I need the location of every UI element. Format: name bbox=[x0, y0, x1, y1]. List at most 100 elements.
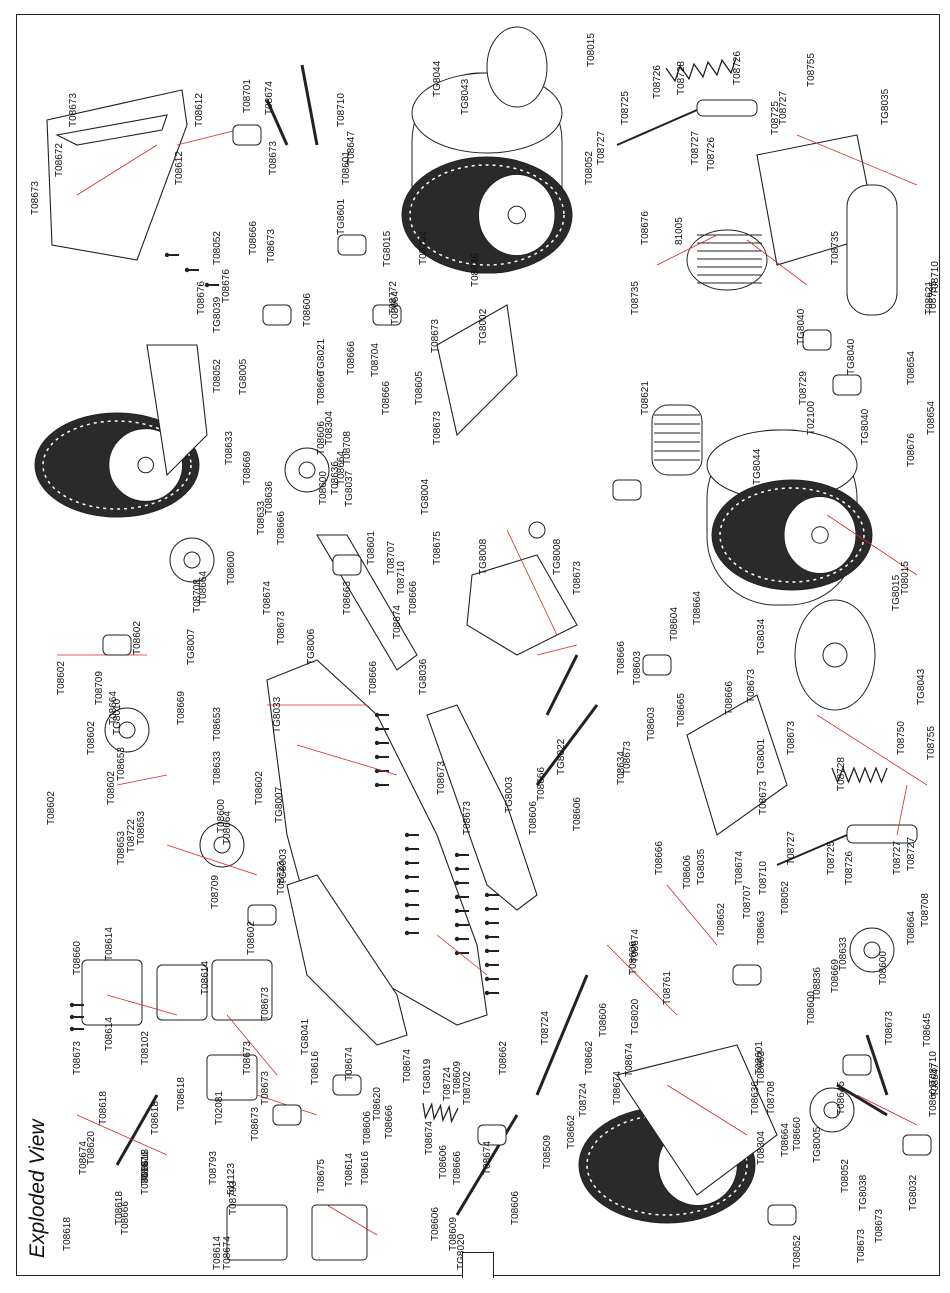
part-number-label: TG8036 bbox=[418, 658, 429, 695]
throttle-servo bbox=[311, 1204, 368, 1261]
part-number-label: T08645 bbox=[836, 1081, 847, 1115]
part-number-label: T08102 bbox=[140, 1031, 151, 1065]
part-number-label: T08707 bbox=[742, 885, 753, 919]
chassis-screw-head bbox=[374, 782, 380, 788]
part-number-label: T08708 bbox=[766, 1081, 777, 1115]
part-number-label: T08674 bbox=[482, 1141, 493, 1175]
front-link bbox=[545, 654, 579, 716]
rear-shock-shaft bbox=[616, 109, 698, 146]
part-number-label: TG8041 bbox=[300, 1018, 311, 1055]
leader-line bbox=[166, 844, 258, 876]
front-right-tire-tread bbox=[719, 487, 865, 583]
part-number-label: T08601 bbox=[366, 531, 377, 565]
part-number-label: T08701 bbox=[242, 79, 253, 113]
part-number-label: T08600 bbox=[226, 551, 237, 585]
part-number-label: T08676 bbox=[640, 211, 651, 245]
receiver-box bbox=[81, 959, 143, 1026]
part-number-label: T08600 bbox=[878, 951, 889, 985]
chassis-screw-head bbox=[454, 866, 460, 872]
part-number-label: T08710 bbox=[336, 93, 347, 127]
leader-line bbox=[436, 934, 488, 976]
chassis-screw-head bbox=[404, 902, 410, 908]
part-number-label: T08666 bbox=[368, 661, 379, 695]
part-number-label: T08633 bbox=[224, 431, 235, 465]
chassis-screw-head bbox=[454, 880, 460, 886]
servo-mount-box bbox=[226, 1204, 288, 1261]
part-number-label: T08653 bbox=[116, 747, 127, 781]
part-number-label: T08676 bbox=[906, 433, 917, 467]
part-number-label: T08673 bbox=[266, 229, 277, 263]
part-number-label: T08674 bbox=[264, 81, 275, 115]
part-number-label: T08666 bbox=[381, 381, 392, 415]
part-number-label: T08606 bbox=[438, 1145, 449, 1179]
part-number-label: TG8005 bbox=[812, 1126, 823, 1163]
part-number-label: T08600 bbox=[806, 991, 817, 1025]
chassis-screw-head bbox=[374, 768, 380, 774]
part-number-label: T08674 bbox=[392, 605, 403, 639]
part-number-label: T08052 bbox=[212, 231, 223, 265]
leader-line bbox=[326, 1204, 378, 1236]
part-number-label: T08728 bbox=[836, 757, 847, 791]
chassis-screw-head bbox=[484, 962, 490, 968]
part-number-label: T08621 bbox=[640, 381, 651, 415]
part-number-label: T08603 bbox=[632, 651, 643, 685]
part-number-label: TG8040 bbox=[860, 408, 871, 445]
part-number-label: T08601 bbox=[928, 1083, 939, 1117]
steering-saver-spring bbox=[422, 1102, 459, 1124]
rear-hinge-block bbox=[842, 1054, 872, 1076]
part-number-label: TG8044 bbox=[752, 448, 763, 485]
part-number-label: T08674 bbox=[344, 1047, 355, 1081]
part-number-label: T08674 bbox=[612, 1071, 623, 1105]
part-number-label: T08709 bbox=[210, 875, 221, 909]
part-number-label: T08726 bbox=[844, 851, 855, 885]
part-number-label: 81005 bbox=[674, 217, 685, 245]
part-number-label: T08660 bbox=[72, 941, 83, 975]
steering-turnbuckle bbox=[535, 704, 599, 786]
part-number-label: T08675 bbox=[432, 531, 443, 565]
part-number-label: T08673 bbox=[432, 411, 443, 445]
body-mount bbox=[902, 1134, 932, 1156]
front-right-tire-hub bbox=[811, 526, 829, 544]
part-number-label: T08727 bbox=[690, 131, 701, 165]
part-number-label: T08702 bbox=[462, 1071, 473, 1105]
part-number-label: T08612 bbox=[194, 93, 205, 127]
part-number-label: T08606 bbox=[682, 855, 693, 889]
part-number-label: T08666 bbox=[616, 641, 627, 675]
part-number-label: T08618 bbox=[150, 1101, 161, 1135]
chassis-screw-head bbox=[404, 930, 410, 936]
part-number-label: T08673 bbox=[268, 141, 279, 175]
part-number-label: T08676 bbox=[221, 269, 232, 303]
part-number-label: T08618 bbox=[176, 1077, 187, 1111]
leader-line bbox=[666, 884, 718, 946]
front-pivot-pin bbox=[865, 1034, 889, 1096]
part-number-label: T08676 bbox=[196, 281, 207, 315]
part-number-label: T08750 bbox=[896, 721, 907, 755]
side-guard-right bbox=[426, 704, 538, 911]
part-number-label: TG8021 bbox=[316, 338, 327, 375]
part-number-label: T08616 bbox=[360, 1151, 371, 1185]
rear-hub bbox=[232, 124, 262, 146]
front-shock-shaft bbox=[776, 834, 848, 866]
part-number-label: T08673 bbox=[260, 1071, 271, 1105]
part-number-label: T08674 bbox=[424, 1121, 435, 1155]
part-number-label: T08673 bbox=[572, 561, 583, 595]
part-number-label: T08673 bbox=[430, 319, 441, 353]
chassis-screw-head bbox=[374, 740, 380, 746]
part-number-label: T08726 bbox=[652, 65, 663, 99]
part-number-label: TG8035 bbox=[880, 88, 891, 125]
page-title: Exploded View bbox=[26, 1119, 49, 1258]
flywheel bbox=[802, 329, 832, 351]
battery-box-lid bbox=[211, 959, 273, 1021]
chassis-screw-head bbox=[374, 726, 380, 732]
part-number-label: T08709 bbox=[94, 671, 105, 705]
chassis-screw-head bbox=[404, 832, 410, 838]
center-diff-case-bearing bbox=[213, 836, 231, 854]
fuel-cap bbox=[528, 521, 546, 539]
part-number-label: T08673 bbox=[786, 721, 797, 755]
exploded-view-drawing bbox=[34, 26, 932, 1261]
servo bbox=[206, 1054, 258, 1101]
front-left-tire-tread bbox=[409, 164, 565, 266]
wing-mount-screw-head bbox=[164, 252, 170, 258]
part-number-label: T08669 bbox=[176, 691, 187, 725]
